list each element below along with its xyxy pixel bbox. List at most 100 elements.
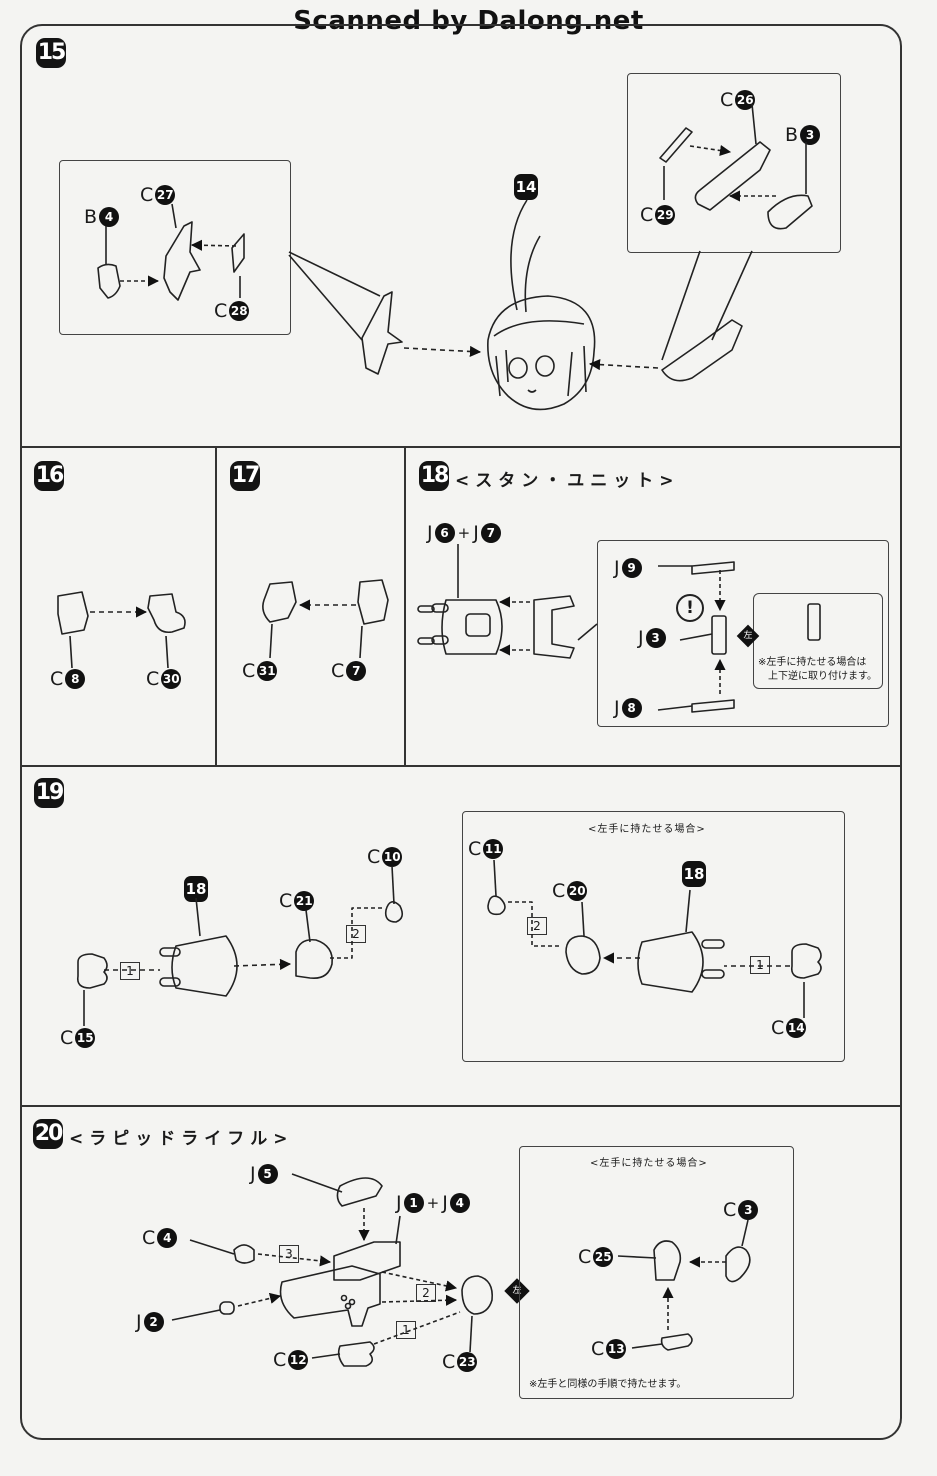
stun-unit-body-drawing [441, 599, 503, 655]
part-j1-j4-drawing [333, 1241, 401, 1281]
horn-part-drawing [361, 291, 403, 375]
hand-c13-drawing [660, 1333, 693, 1351]
stun-unit-clip-drawing [533, 595, 575, 659]
hand-c14-drawing [790, 943, 822, 979]
hand-c11-drawing [487, 895, 506, 916]
sequence-number: 1 [120, 962, 140, 980]
part-j3-drawing [711, 615, 727, 655]
sequence-number: 1 [750, 956, 770, 974]
hand-c3-drawing [725, 1246, 751, 1283]
page-frame [20, 24, 902, 1440]
step-number: 17 [230, 461, 260, 491]
hand-c20-drawing [565, 935, 601, 975]
detail-box [519, 1146, 794, 1399]
step-number: 15 [36, 38, 66, 68]
detail-box [597, 540, 889, 727]
part-j5-drawing [336, 1177, 383, 1207]
chin-part-drawing [661, 319, 743, 382]
box-caption: <左手に持たせる場合> [588, 824, 706, 835]
part-c4-drawing [233, 1244, 255, 1264]
part-b3-drawing [767, 194, 813, 230]
divider [215, 446, 217, 766]
left-hand-mark: 左 [512, 1286, 522, 1296]
note-line: ※左手に持たせる場合は [758, 657, 867, 668]
step-number: 18 [419, 461, 449, 491]
part-c7-drawing [357, 579, 389, 625]
note-line: ※左手と同様の手順で持たせます。 [529, 1379, 687, 1390]
detail-box [627, 73, 841, 253]
part-c27-drawing [163, 221, 201, 301]
box-caption: <左手に持たせる場合> [590, 1158, 708, 1169]
antenna-drawing [510, 199, 541, 313]
watermark: Scanned by Dalong.net [0, 6, 937, 36]
step-number: 20 [33, 1119, 63, 1149]
part-c29-drawing [659, 127, 693, 163]
part-c8-drawing [57, 591, 89, 635]
divider [404, 446, 406, 766]
hand-c23-drawing [461, 1275, 494, 1315]
detail-box [59, 160, 291, 335]
subassembly-callout: 18 [184, 876, 208, 902]
note-line: 上下逆に取り付けます。 [768, 671, 877, 682]
step-title: <ラピッドライフル> [69, 1129, 294, 1149]
subassembly-callout: 18 [682, 861, 706, 887]
hand-c21-drawing [295, 938, 333, 980]
hand-c25-drawing [653, 1240, 682, 1281]
sequence-number: 2 [346, 925, 366, 943]
head-drawing [487, 295, 596, 411]
step-number: 19 [34, 778, 64, 808]
part-j9-drawing [691, 561, 735, 575]
divider [20, 446, 902, 448]
step-title: <スタン・ユニット> [455, 471, 680, 491]
rifle-stock-drawing [279, 1265, 381, 1327]
subassembly-callout: 14 [514, 174, 538, 200]
part-c28-drawing [231, 233, 245, 273]
divider [20, 765, 902, 767]
detail-box [462, 811, 845, 1062]
step-number: 16 [34, 461, 64, 491]
part-j3-flipped-drawing [807, 603, 821, 641]
hand-c12-drawing [337, 1341, 375, 1367]
part-b4-drawing [97, 263, 121, 299]
hand-c15-drawing [76, 953, 108, 989]
hand-c10-drawing [384, 901, 404, 923]
part-c31-drawing [262, 581, 297, 623]
warning-icon: ! [676, 594, 704, 622]
part-c30-drawing [147, 593, 186, 634]
stun-unit-drawing-19r [637, 931, 704, 993]
part-j8-drawing [691, 699, 735, 713]
stun-unit-drawing-19 [171, 935, 238, 997]
divider [20, 1105, 902, 1107]
left-hand-mark: 左 [743, 631, 753, 641]
